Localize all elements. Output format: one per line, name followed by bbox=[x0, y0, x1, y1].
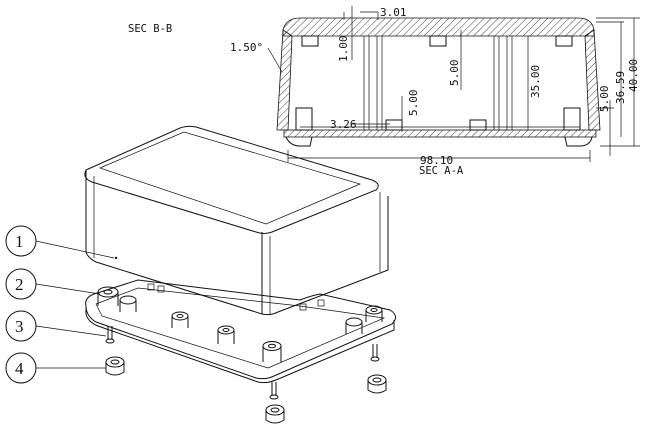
svg-text:1: 1 bbox=[15, 232, 24, 251]
lid-top-recess bbox=[99, 131, 362, 225]
boss-1 bbox=[97, 286, 119, 306]
right-foot bbox=[564, 136, 593, 147]
lid-marker-dot bbox=[114, 256, 118, 260]
callout-1: 1 bbox=[5, 225, 115, 259]
svg-text:4: 4 bbox=[15, 359, 24, 378]
dim-3-01: 3.01 bbox=[380, 6, 407, 19]
dim-angle: 1.50° bbox=[230, 41, 263, 54]
section-bb-label: SEC B-B bbox=[128, 23, 172, 35]
dim-36-59: 36.59 bbox=[614, 71, 627, 104]
lid-top-face bbox=[84, 125, 379, 234]
shell-top-wall bbox=[282, 17, 595, 37]
boss-top-mid bbox=[429, 35, 447, 47]
section-aa-label: SEC A-A bbox=[419, 165, 464, 177]
dim-5-00-low: 5.00 bbox=[407, 90, 420, 117]
screw-left bbox=[105, 326, 115, 344]
cross-section-aa: 3.01 1.00 5.00 35.00 5.00 36.59 40.00 3.… bbox=[230, 6, 640, 167]
boss-bottom-mid-left bbox=[385, 119, 403, 131]
screw-right bbox=[370, 344, 380, 362]
dim-35-00: 35.00 bbox=[529, 65, 542, 98]
boss-7 bbox=[365, 305, 383, 322]
foot-right bbox=[367, 374, 387, 394]
svg-text:3: 3 bbox=[15, 317, 24, 336]
boss-bottom-mid-right bbox=[469, 119, 487, 131]
boss-top-left bbox=[301, 35, 319, 47]
boss-4 bbox=[217, 325, 235, 344]
base-plate-outline bbox=[85, 279, 396, 380]
dim-5-00-right: 5.00 bbox=[598, 86, 611, 113]
dim-5-00-mid: 5.00 bbox=[448, 60, 461, 87]
boss-3 bbox=[171, 311, 189, 328]
shell-left-wall bbox=[276, 29, 293, 131]
shell-right-wall bbox=[584, 29, 601, 131]
left-foot bbox=[285, 136, 313, 147]
dim-3-26: 3.26 bbox=[330, 118, 357, 131]
svg-text:2: 2 bbox=[15, 275, 24, 294]
dim-98-10: 98.10 bbox=[420, 154, 453, 167]
screw-front bbox=[269, 382, 279, 400]
dim-1-00: 1.00 bbox=[337, 36, 350, 63]
boss-bottom-right bbox=[563, 107, 581, 131]
lid-front-right-face bbox=[261, 196, 389, 316]
base-plate bbox=[85, 279, 396, 400]
foot-left bbox=[105, 356, 125, 376]
callout-4: 4 bbox=[5, 352, 106, 384]
boss-2 bbox=[119, 295, 137, 312]
boss-bottom-left bbox=[295, 107, 313, 131]
base-plate-section bbox=[283, 129, 597, 138]
dim-40-00: 40.00 bbox=[627, 59, 640, 92]
base-plate-edge bbox=[85, 306, 395, 384]
boss-6 bbox=[345, 317, 363, 334]
callout-3: 3 bbox=[5, 310, 107, 342]
foot-front bbox=[265, 404, 285, 424]
boss-5 bbox=[262, 341, 282, 362]
boss-top-right bbox=[555, 35, 573, 47]
base-plate-inner bbox=[95, 287, 386, 369]
enclosure-lid bbox=[84, 125, 389, 316]
callout-2: 2 bbox=[5, 268, 101, 300]
